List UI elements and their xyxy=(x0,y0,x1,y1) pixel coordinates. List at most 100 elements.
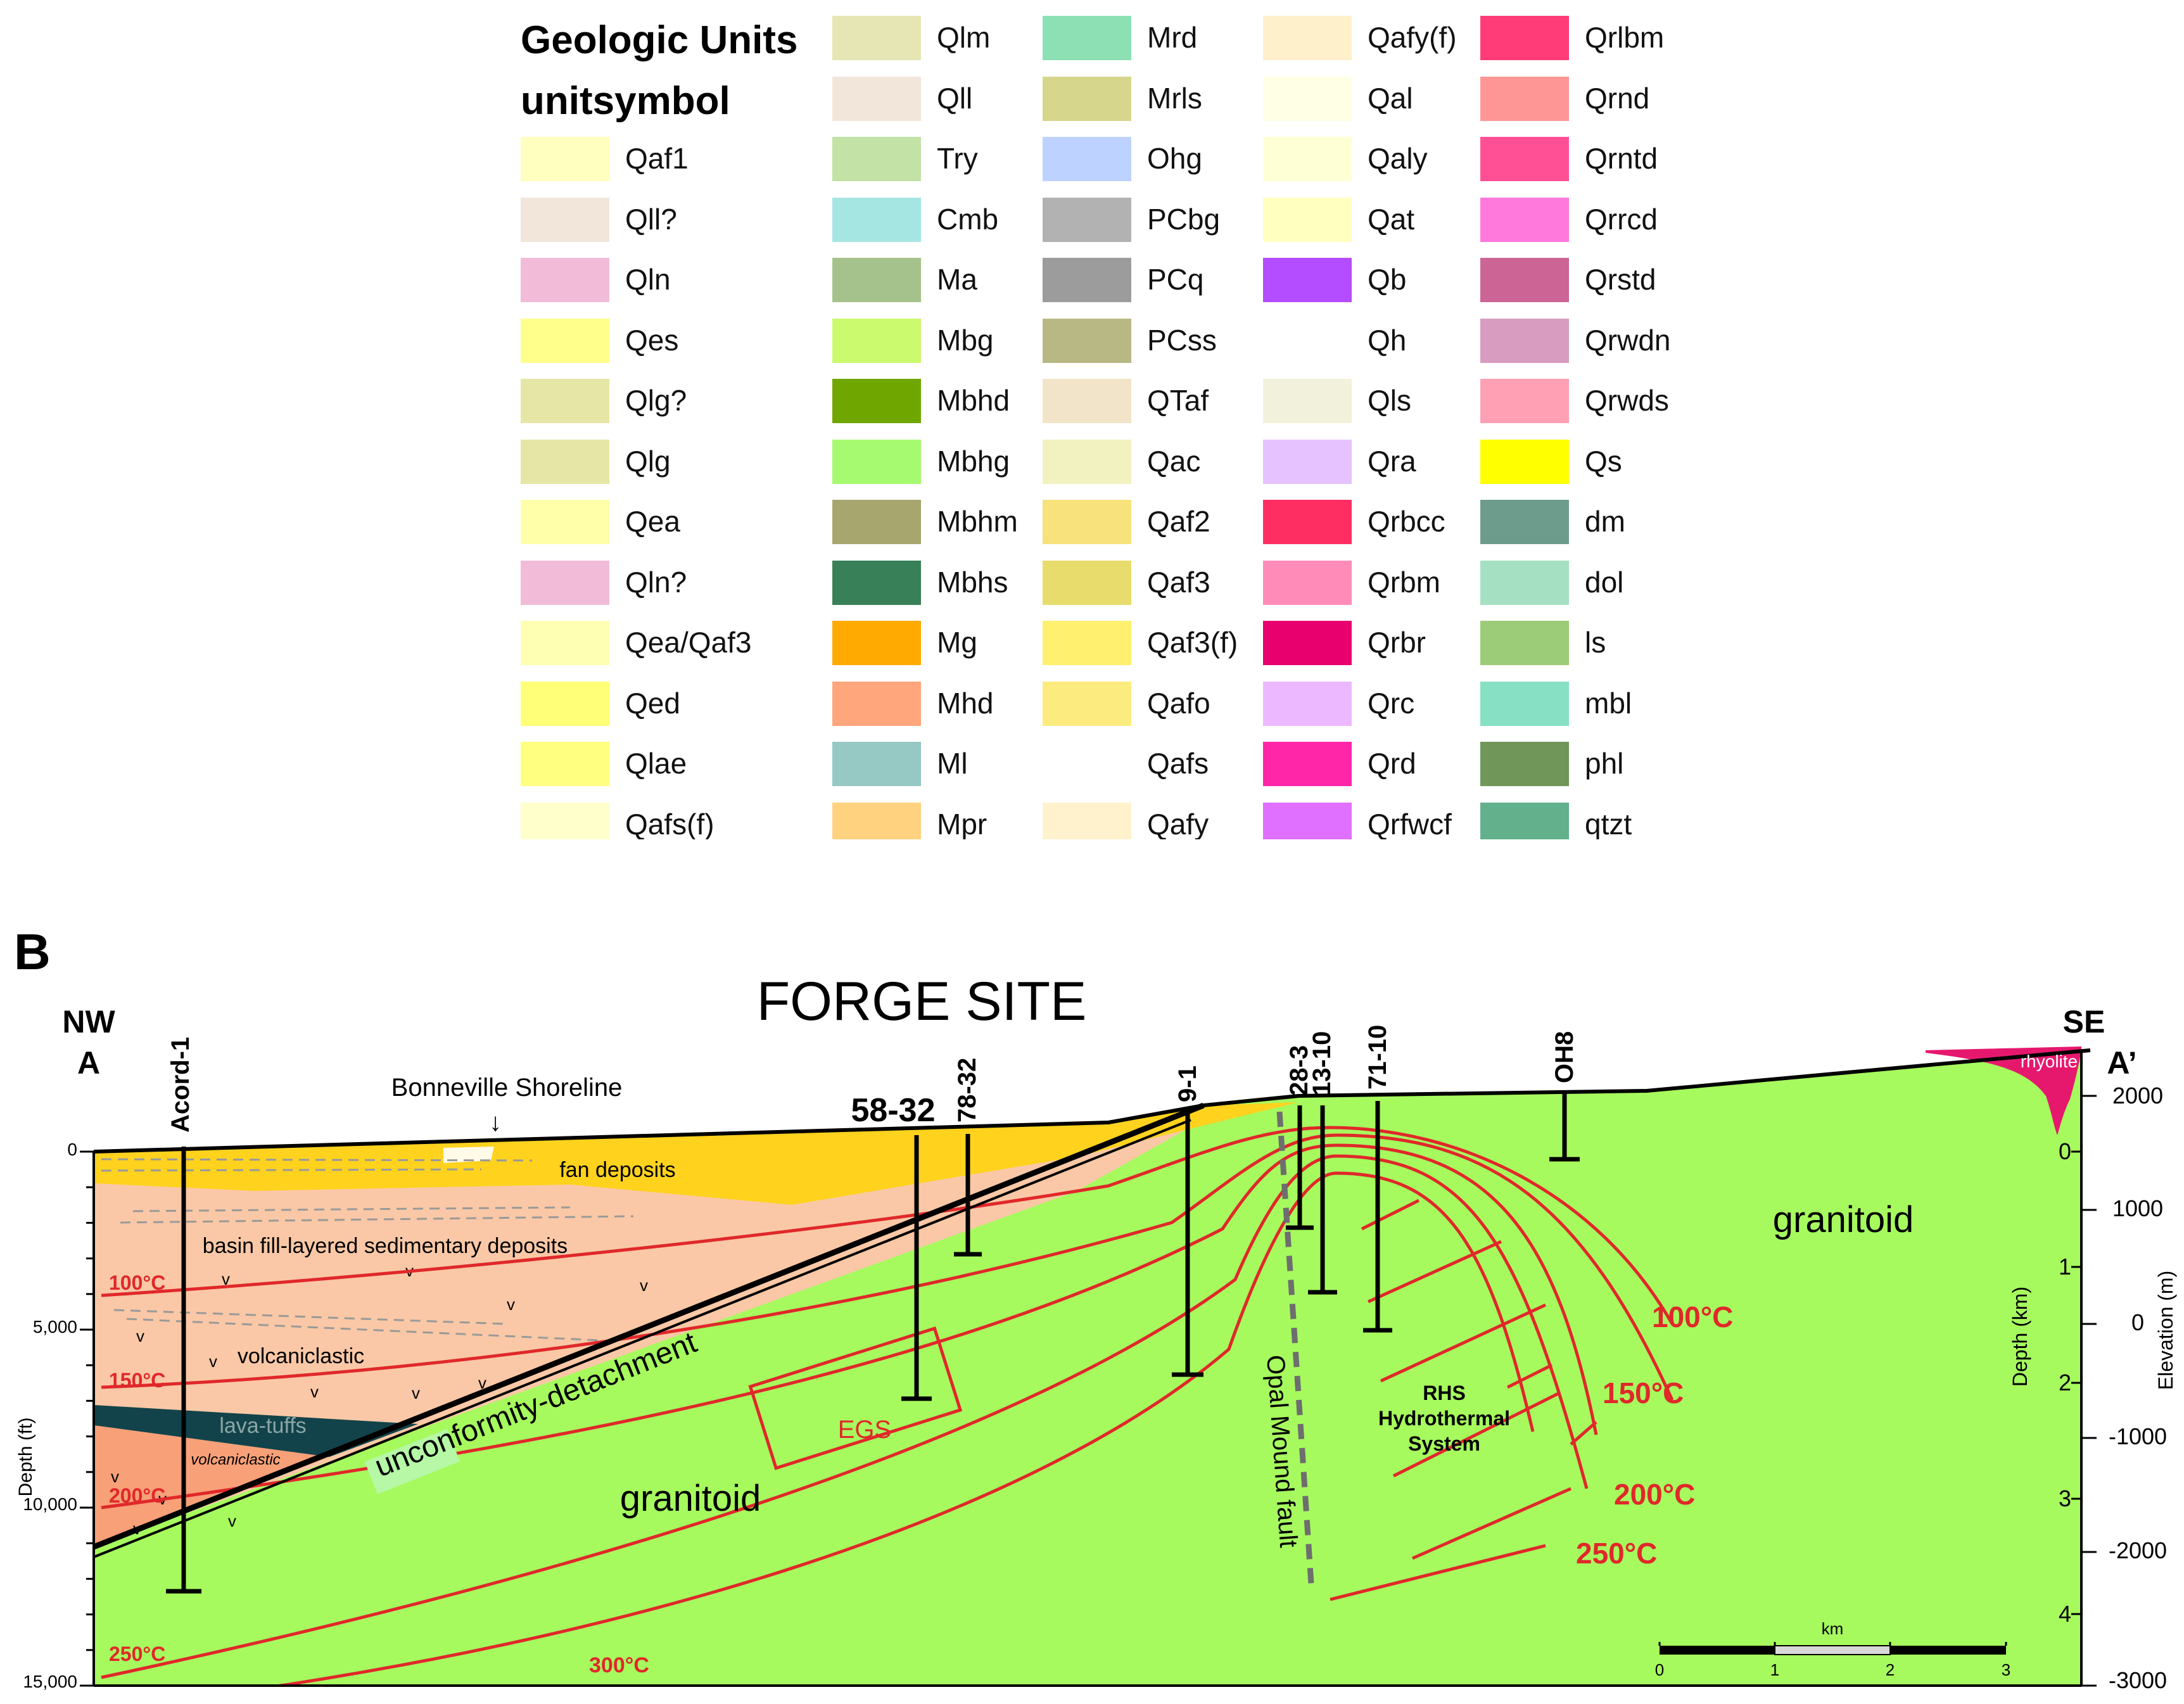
isotherm-100 xyxy=(101,1126,1674,1325)
legend-swatch xyxy=(1480,379,1569,423)
granitoid-right-label: granitoid xyxy=(1773,1199,1914,1240)
legend-swatch xyxy=(1263,137,1352,181)
fan-deposits-label: fan deposits xyxy=(559,1158,675,1182)
legend-label: Qb xyxy=(1368,263,1407,296)
se-direction: SE xyxy=(2063,1004,2105,1040)
well-oh8 xyxy=(1549,1093,1580,1162)
well-acord-1 xyxy=(166,1147,201,1594)
isotherm-label-300: 300°C xyxy=(589,1653,649,1677)
legend-item: Qlm xyxy=(832,16,1149,60)
legend-item: Ohg xyxy=(1043,137,1359,181)
legend-swatch xyxy=(521,319,609,363)
legend-item: Qra xyxy=(1263,440,1580,484)
rhs-segment xyxy=(1380,1303,1547,1383)
well-78-32 xyxy=(954,1134,982,1257)
depth-km-axis-title: Depth (km) xyxy=(2009,1287,2031,1387)
nw-point: A xyxy=(77,1045,100,1081)
legend-swatch xyxy=(1043,621,1131,665)
depth-ft-tick-10000: 10,000 xyxy=(23,1494,77,1514)
legend-item: qtzt xyxy=(1480,803,1797,839)
rhs-segment xyxy=(1506,1363,1553,1389)
rhs-label-line2: Hydrothermal xyxy=(1378,1407,1510,1430)
legend-label: Qat xyxy=(1368,203,1415,236)
well-13-10 xyxy=(1308,1105,1337,1295)
legend-swatch xyxy=(832,379,921,423)
left-depth-axis xyxy=(92,1152,2081,1687)
legend-swatch xyxy=(1263,682,1352,726)
legend-label: Qrnd xyxy=(1585,82,1650,115)
legend-item: Qes xyxy=(521,319,837,363)
v-mark: v xyxy=(222,1269,230,1288)
legend-label: Qrstd xyxy=(1585,263,1656,296)
legend-item: Qrbr xyxy=(1263,621,1580,665)
bonneville-shoreline-label: Bonneville Shoreline xyxy=(391,1074,623,1102)
legend-item: Mrd xyxy=(1043,16,1359,60)
legend-item: Qed xyxy=(521,682,837,726)
legend-swatch xyxy=(1263,77,1352,121)
legend-item: Ml xyxy=(832,742,1149,786)
legend-swatch xyxy=(1263,198,1352,242)
legend-label: Qrlbm xyxy=(1585,21,1665,54)
legend-swatch xyxy=(1263,561,1352,605)
legend-swatch xyxy=(832,198,921,242)
legend-swatch xyxy=(832,621,921,665)
legend-item: Mbhs xyxy=(832,561,1149,605)
lava-tuffs-label: lava-tuffs xyxy=(219,1414,306,1438)
legend-swatch xyxy=(1263,319,1352,363)
isotherm-300 xyxy=(269,1171,1535,1686)
legend-label: Ohg xyxy=(1147,142,1202,175)
depth-km-tick-4: 4 xyxy=(2059,1601,2071,1627)
legend-item: Mbhg xyxy=(832,440,1149,484)
legend-label: Qaf3 xyxy=(1147,566,1210,599)
legend-item: Qrfwcf xyxy=(1263,803,1580,839)
legend-label: Qal xyxy=(1368,82,1413,115)
lava-tuffs-layer xyxy=(94,1405,418,1457)
legend-label: Qls xyxy=(1368,384,1411,417)
legend-swatch xyxy=(521,379,609,423)
legend-item: Qafy xyxy=(1043,803,1359,839)
isotherm-lines xyxy=(101,1126,1674,1686)
legend-item: Mbhm xyxy=(832,500,1149,544)
label-oh8: OH8 xyxy=(1551,1031,1578,1083)
legend-item: Qrd xyxy=(1263,742,1580,786)
legend-swatch xyxy=(832,137,921,181)
legend-label: Qrd xyxy=(1368,747,1416,780)
legend-label: Qh xyxy=(1368,324,1407,357)
legend-item: Qafo xyxy=(1043,682,1359,726)
scale-tick-1: 1 xyxy=(1770,1660,1779,1679)
legend-swatch xyxy=(1480,500,1569,544)
legend-swatch xyxy=(832,803,921,839)
egs-box xyxy=(748,1326,963,1470)
legend-swatch xyxy=(1043,803,1131,839)
legend-label: PCss xyxy=(1147,324,1217,357)
legend-swatch xyxy=(1043,258,1131,302)
elevation-tick-1000: 1000 xyxy=(2112,1195,2163,1221)
v-mark: v xyxy=(412,1383,420,1402)
legend-swatch xyxy=(1263,16,1352,60)
isotherm-label-150-left: 150°C xyxy=(109,1369,165,1392)
legend-swatch xyxy=(1043,561,1131,605)
legend-label: phl xyxy=(1585,747,1624,780)
scale-tick-0: 0 xyxy=(1655,1660,1664,1679)
legend-swatch xyxy=(1043,742,1131,786)
legend-label: Qln? xyxy=(625,566,687,599)
legend-item: Qaf2 xyxy=(1043,500,1359,544)
legend-item: Qln? xyxy=(521,561,837,605)
left-axis-ticks xyxy=(80,1150,94,1687)
legend-item: QTaf xyxy=(1043,379,1359,423)
legend-item: Qrrcd xyxy=(1480,198,1797,242)
legend-label: Qlae xyxy=(625,747,687,780)
wells xyxy=(166,1093,1580,1594)
isotherm-200 xyxy=(101,1143,1598,1510)
legend-swatch xyxy=(1263,500,1352,544)
legend-item: Ma xyxy=(832,258,1149,302)
legend-label: PCbg xyxy=(1147,203,1221,236)
legend-label: Mrd xyxy=(1147,21,1198,54)
legend-item: Qea xyxy=(521,500,837,544)
section-title: FORGE SITE xyxy=(757,971,1087,1032)
legend-swatch xyxy=(832,319,921,363)
legend-label: Qll? xyxy=(625,203,677,236)
